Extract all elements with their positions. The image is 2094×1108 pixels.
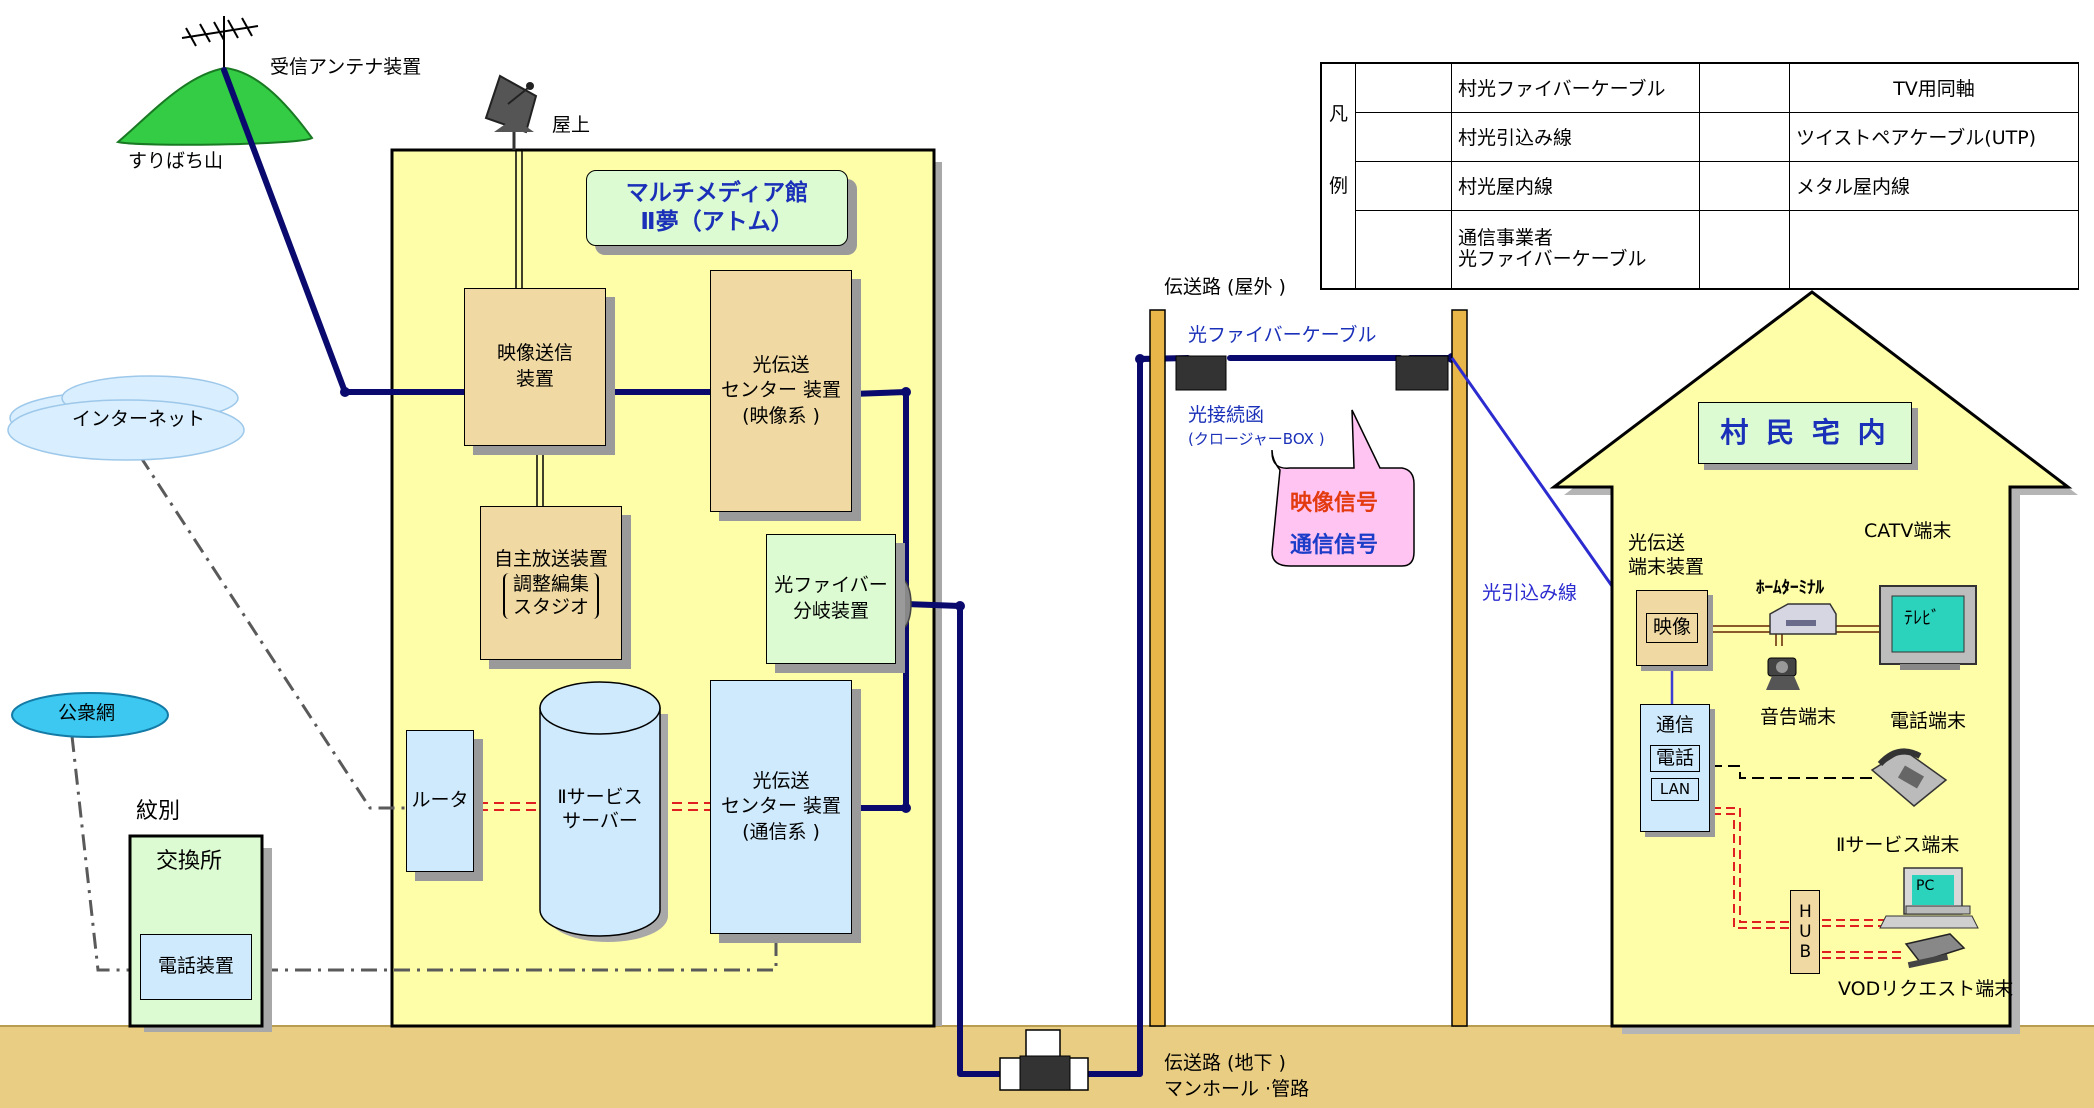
closure-box-2 <box>1395 355 1449 391</box>
manhole-icon <box>999 1029 1089 1091</box>
internet-label: インターネット <box>72 408 206 430</box>
hub: HUB <box>1790 890 1820 974</box>
fiber-cable-label: 光ファイバーケーブル <box>1188 324 1377 346</box>
antenna-label: 受信アンテナ装置 <box>270 56 422 78</box>
service-server: Ⅱサービスサーバー <box>557 786 643 832</box>
lan-port: LAN <box>1650 778 1700 801</box>
drop-line <box>1450 357 1642 627</box>
exchange-label: 交換所 <box>156 849 223 874</box>
legend-title-1: 凡 <box>1321 63 1356 162</box>
legend-item-metal: メタル屋内線 <box>1789 160 2079 211</box>
phone-terminal-label: 電話端末 <box>1890 710 1967 732</box>
public-network-label: 公衆網 <box>58 702 116 724</box>
legend-item-coax: TV用同軸 <box>1789 63 2079 113</box>
house-title: 村 民 宅 内 <box>1698 402 1912 464</box>
legend-item-carrier: 通信事業者光ファイバーケーブル <box>1451 209 1700 290</box>
transmission-outdoor-label: 伝送路 (屋外 ) <box>1164 276 1286 298</box>
home-terminal-label: ﾎｰﾑﾀｰﾐﾅﾙ <box>1756 578 1824 598</box>
media-hall-title: マルチメディア館 Ⅱ夢（アトム） <box>586 170 848 246</box>
ont-label: 光伝送端末装置 <box>1628 532 1705 578</box>
utp-house <box>1712 807 1906 959</box>
utp-hall <box>478 802 712 811</box>
audio-terminal-label: 音告端末 <box>1760 706 1837 728</box>
optical-center-comm: 光伝送センター 装置(通信系 ) <box>710 680 852 934</box>
comm-signal-label: 通信信号 <box>1290 533 1379 558</box>
service-terminal-label: Ⅱサービス端末 <box>1836 834 1960 856</box>
video-signal-label: 映像信号 <box>1290 491 1379 516</box>
underground-label-2: マンホール ·管路 <box>1164 1078 1310 1100</box>
tv-icon <box>1879 585 1977 670</box>
legend-item-drop: 村光引込み線 <box>1451 111 1700 162</box>
closure-label-1: 光接続函 <box>1188 404 1265 426</box>
legend-title-2: 例 <box>1321 161 1356 290</box>
legend-item-utp: ツイストペアケーブル(UTP) <box>1789 111 2079 162</box>
legend-item-village-fiber: 村光ファイバーケーブル <box>1451 63 1700 113</box>
vod-device-icon <box>1904 933 1966 969</box>
antenna-icon <box>181 16 259 70</box>
pole-left <box>1149 309 1166 1027</box>
optical-center-video: 光伝送センター 装置(映像系 ) <box>710 270 852 512</box>
internet-cloud <box>7 375 245 461</box>
pc-icon <box>1879 867 1979 929</box>
speaker-icon <box>1766 657 1800 690</box>
pc-label: PC <box>1916 878 1935 894</box>
pole-right <box>1451 309 1468 1027</box>
home-terminal-icon <box>1769 603 1837 635</box>
signal-callout <box>1271 409 1415 567</box>
public-network-node <box>11 692 169 738</box>
phone-port: 電話 <box>1649 744 1700 773</box>
self-broadcast-studio: 自主放送装置 調整編集スタジオ <box>480 506 622 660</box>
phone-icon <box>1870 748 1948 807</box>
ont-comm-unit: 通信 電話 LAN <box>1640 704 1710 832</box>
legend: 凡 村光ファイバーケーブル TV用同軸 村光引込み線 ツイストペアケーブル(UT… <box>1320 62 2079 290</box>
drop-line-label: 光引込み線 <box>1482 582 1578 604</box>
video-transmitter: 映像送信装置 <box>464 288 606 446</box>
tv-label: ﾃﾚﾋﾞ <box>1904 608 1940 629</box>
telephone-device: 電話装置 <box>140 934 252 1000</box>
ont-video-unit: 映像 <box>1636 590 1708 666</box>
closure-box-1 <box>1175 355 1227 391</box>
server-cylinder <box>539 681 668 942</box>
underground-label-1: 伝送路 (地下 ) <box>1164 1052 1286 1074</box>
house <box>1549 290 2073 1028</box>
vod-terminal-label: VODリクエスト端末 <box>1838 978 2014 1000</box>
router: ルータ <box>406 730 474 872</box>
mountain <box>115 66 314 146</box>
satellite-dish-icon <box>484 74 538 150</box>
rooftop-label: 屋上 <box>552 114 591 136</box>
closure-label-2: (クロージャーBOX ) <box>1188 430 1325 448</box>
fiber-splitter: 光ファイバー分岐装置 <box>766 534 896 664</box>
monbetsu-label: 紋別 <box>136 799 181 824</box>
catv-terminal-label: CATV端末 <box>1864 520 1952 542</box>
mountain-label: すりばち山 <box>128 150 224 172</box>
legend-item-indoor: 村光屋内線 <box>1451 160 1700 211</box>
metal-line <box>1710 765 1872 779</box>
